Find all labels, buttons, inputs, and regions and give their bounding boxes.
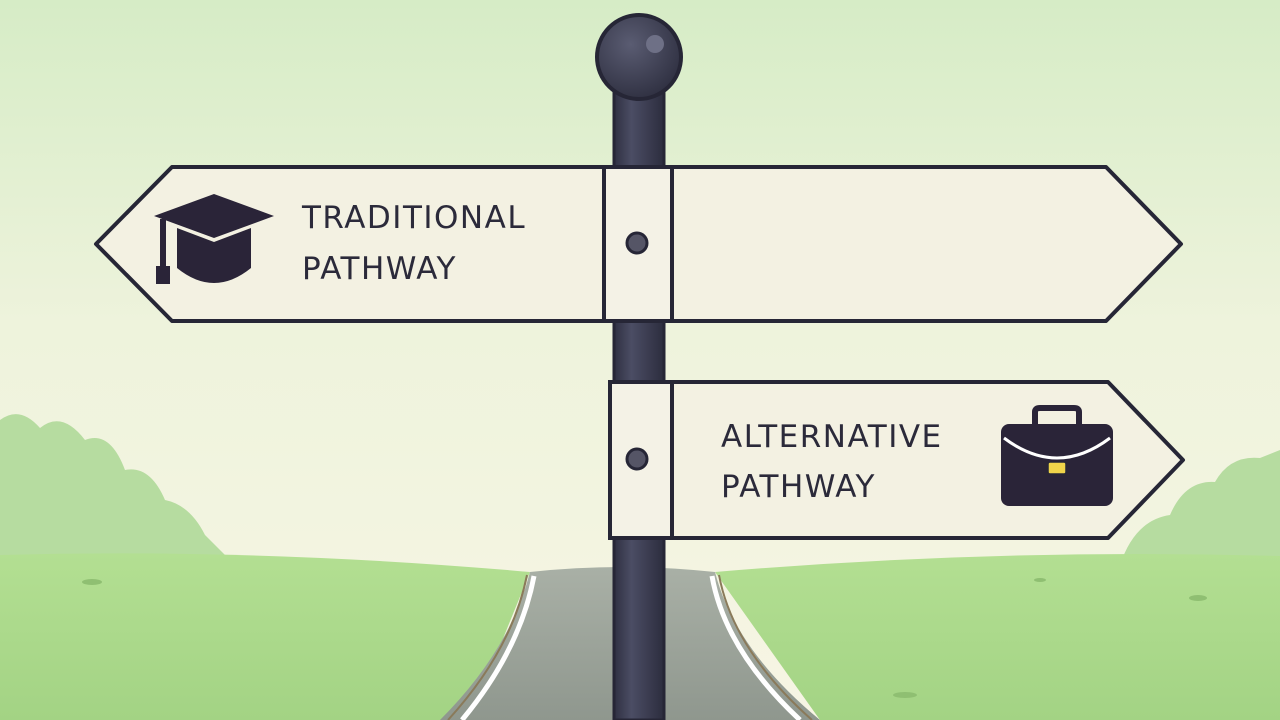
left-bushes bbox=[0, 414, 230, 560]
sign-traditional-line1: TRADITIONAL bbox=[301, 200, 526, 236]
signpost-knob bbox=[595, 13, 683, 101]
right-grass bbox=[715, 554, 1280, 720]
briefcase-icon bbox=[1001, 405, 1113, 506]
sign-traditional-pathway: TRADITIONAL PATHWAY bbox=[94, 165, 1183, 323]
road-left-edge-line bbox=[460, 575, 537, 720]
road-right-curb bbox=[718, 574, 813, 720]
left-grass bbox=[0, 553, 530, 720]
road-right-edge-line bbox=[709, 575, 802, 720]
sign-traditional-line2: PATHWAY bbox=[302, 251, 457, 287]
sign-alternative-line1: ALTERNATIVE bbox=[721, 419, 943, 455]
grass-tufts bbox=[82, 578, 1207, 698]
bracket-bolt bbox=[625, 447, 649, 471]
right-bushes bbox=[1120, 450, 1280, 565]
graduation-cap-icon bbox=[154, 194, 274, 284]
road-left-curb bbox=[447, 574, 528, 720]
bracket-bolt bbox=[625, 231, 649, 255]
sign-alternative-line2: PATHWAY bbox=[721, 469, 876, 505]
knob-highlight bbox=[646, 35, 664, 53]
sign-alternative-pathway: ALTERNATIVE PATHWAY bbox=[608, 380, 1185, 540]
